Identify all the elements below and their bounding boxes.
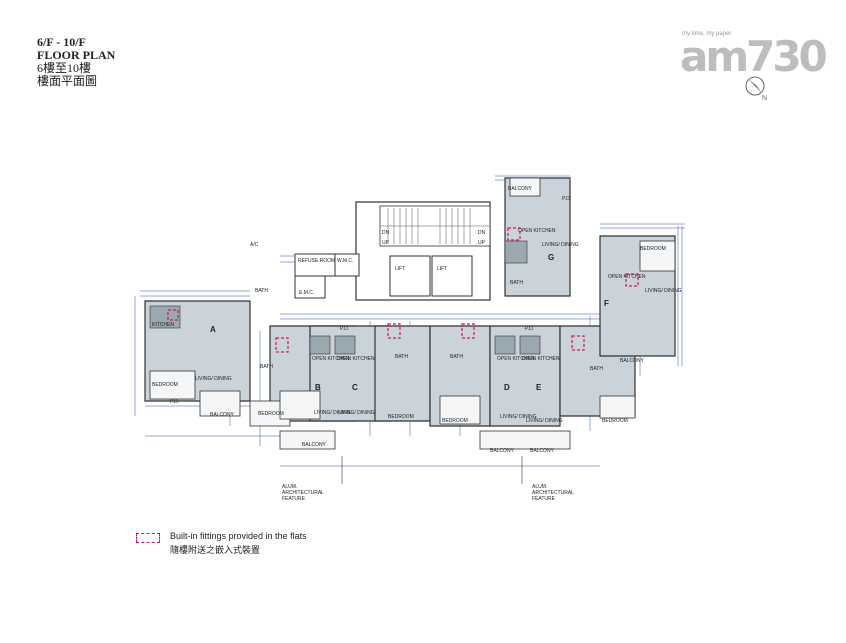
floor-plan-label-zh: 樓面平面圖 <box>37 74 98 88</box>
pd-label-3: P.D. <box>562 196 571 202</box>
bedroom-f: BEDROOM <box>640 246 666 252</box>
pd-label-2: P.D. <box>525 326 534 332</box>
feature-label-1c: FEATURE <box>282 496 306 502</box>
open-kitchen-b: OPEN KITCHEN <box>312 356 350 362</box>
open-kitchen-f: OPEN KITCHEN <box>608 274 646 280</box>
living-f: LIVING/ DINING <box>645 288 682 294</box>
stair-up-label: UP <box>382 240 390 246</box>
living-c: LIVING/ DINING <box>338 410 375 416</box>
feature-label-2b: ARCHITECTURAL <box>532 490 574 496</box>
ac-label: A/C <box>250 242 259 248</box>
balcony-bc: BALCONY <box>302 442 327 448</box>
unit-label-d: D <box>504 383 510 392</box>
unit-label-a: A <box>210 325 216 334</box>
balcony-g: BALCONY <box>508 186 533 192</box>
room-outlines <box>149 177 676 450</box>
legend-label-zh: 隨樓附送之嵌入式裝置 <box>170 546 261 556</box>
unit-label-g: G <box>548 253 554 262</box>
bedroom-e: BEDROOM <box>602 418 628 424</box>
logo-tagline: my time, my paper <box>682 31 732 37</box>
lift-label-1: LIFT <box>395 266 405 272</box>
feature-label-2c: FEATURE <box>532 496 556 502</box>
balcony-a: BALCONY <box>210 412 235 418</box>
stair-treads <box>380 208 490 244</box>
lift-label-2: LIFT <box>437 266 447 272</box>
emc-label: E.M.C. <box>299 290 314 296</box>
bath-b: BATH <box>260 364 273 370</box>
floor-plan-label: FLOOR PLAN <box>37 48 116 62</box>
built-in-fittings <box>167 227 639 353</box>
open-kitchen-e: OPEN KITCHEN <box>522 356 560 362</box>
bedroom-a: BEDROOM <box>152 382 178 388</box>
living-a: LIVING/ DINING <box>195 376 232 382</box>
floor-plan-drawing: LIFT LIFT REFUSE ROOM W.M.C. E.M.C. DN U… <box>130 166 690 506</box>
balcony-f: BALCONY <box>620 358 645 364</box>
living-g: LIVING/ DINING <box>542 242 579 248</box>
wmc-label: W.M.C. <box>337 258 353 264</box>
stair-dn-label: DN <box>382 230 390 236</box>
floor-range: 6/F - 10/F <box>37 35 86 49</box>
kitchen-a: KITCHEN <box>152 322 174 328</box>
unit-label-f: F <box>604 299 609 308</box>
living-d: LIVING/ DINING <box>500 414 537 420</box>
floor-plan-svg: LIFT LIFT REFUSE ROOM W.M.C. E.M.C. DN U… <box>134 175 685 502</box>
legend-label-en: Built-in fittings provided in the flats <box>170 531 307 541</box>
open-kitchen-d: OPEN KITCHEN <box>497 356 535 362</box>
bedroom-c: BEDROOM <box>388 414 414 420</box>
bath-a: BATH <box>255 288 268 294</box>
svg-text:N: N <box>762 95 767 101</box>
refuse-room-label: REFUSE ROOM <box>298 258 335 264</box>
north-compass-icon: N <box>745 76 767 101</box>
bath-c: BATH <box>395 354 408 360</box>
stair-up-label-2: UP <box>478 240 486 246</box>
bath-e: BATH <box>590 366 603 372</box>
logo-brand: am730 <box>680 32 828 81</box>
open-kitchen-g: OPEN KITCHEN <box>518 228 556 234</box>
title-block: 6/F - 10/F FLOOR PLAN 6樓至10樓 樓面平面圖 <box>37 36 115 88</box>
balcony-e: BALCONY <box>530 448 555 454</box>
bedroom-d: BEDROOM <box>442 418 468 424</box>
feature-label-2a: ALUM. <box>532 484 547 490</box>
feature-label-1b: ARCHITECTURAL <box>282 490 324 496</box>
pd-label-4: P.D. <box>170 399 179 405</box>
balcony-d: BALCONY <box>490 448 515 454</box>
bath-g: BATH <box>510 280 523 286</box>
bath-d: BATH <box>450 354 463 360</box>
feature-label-1a: ALUM. <box>282 484 297 490</box>
open-kitchen-c: OPEN KITCHEN <box>337 356 375 362</box>
floor-range-zh: 6樓至10樓 <box>37 61 92 75</box>
built-in-fittings-swatch <box>136 533 160 543</box>
bedroom-b: BEDROOM <box>258 411 284 417</box>
unit-label-c: C <box>352 383 358 392</box>
am730-logo: my time, my paper am730 <box>676 26 828 106</box>
stair-dn-label-2: DN <box>478 230 486 236</box>
unit-label-e: E <box>536 383 542 392</box>
unit-label-b: B <box>315 383 321 392</box>
living-b: LIVING/ DINING <box>314 410 351 416</box>
kitchen-bath-boxes <box>149 240 541 355</box>
living-e: LIVING/ DINING <box>526 418 563 424</box>
pd-label-1: P.D. <box>340 326 349 332</box>
